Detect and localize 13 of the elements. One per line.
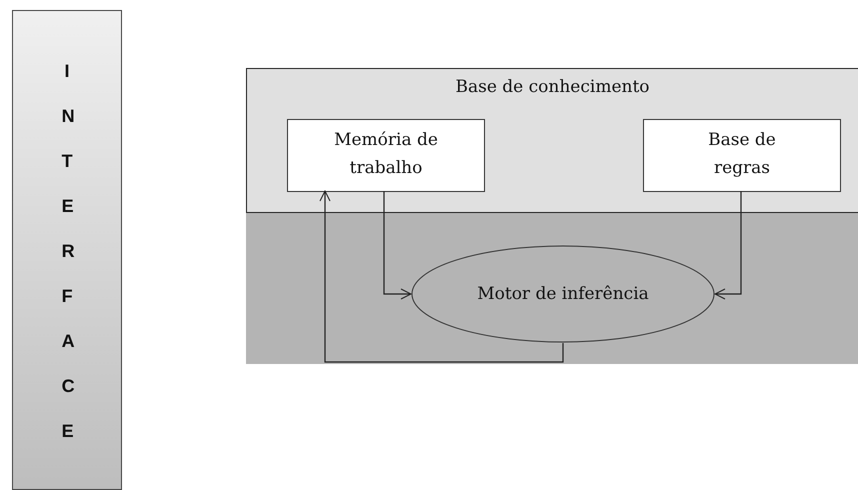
arrow xyxy=(320,190,564,363)
arrow xyxy=(714,191,742,300)
ellipse-label: Motor de inferência xyxy=(477,284,649,304)
container-panel xyxy=(246,68,858,213)
panel-title: Base de conhecimento xyxy=(454,77,651,97)
box-label: Memória de trabalho xyxy=(333,129,439,180)
process-box xyxy=(643,119,841,192)
box-label: Base de regras xyxy=(707,129,777,180)
side-panel xyxy=(12,10,122,490)
vertical-label: INTERFACE xyxy=(62,60,72,443)
process-ellipse xyxy=(411,245,715,343)
process-box xyxy=(287,119,485,192)
arrow xyxy=(383,191,412,300)
